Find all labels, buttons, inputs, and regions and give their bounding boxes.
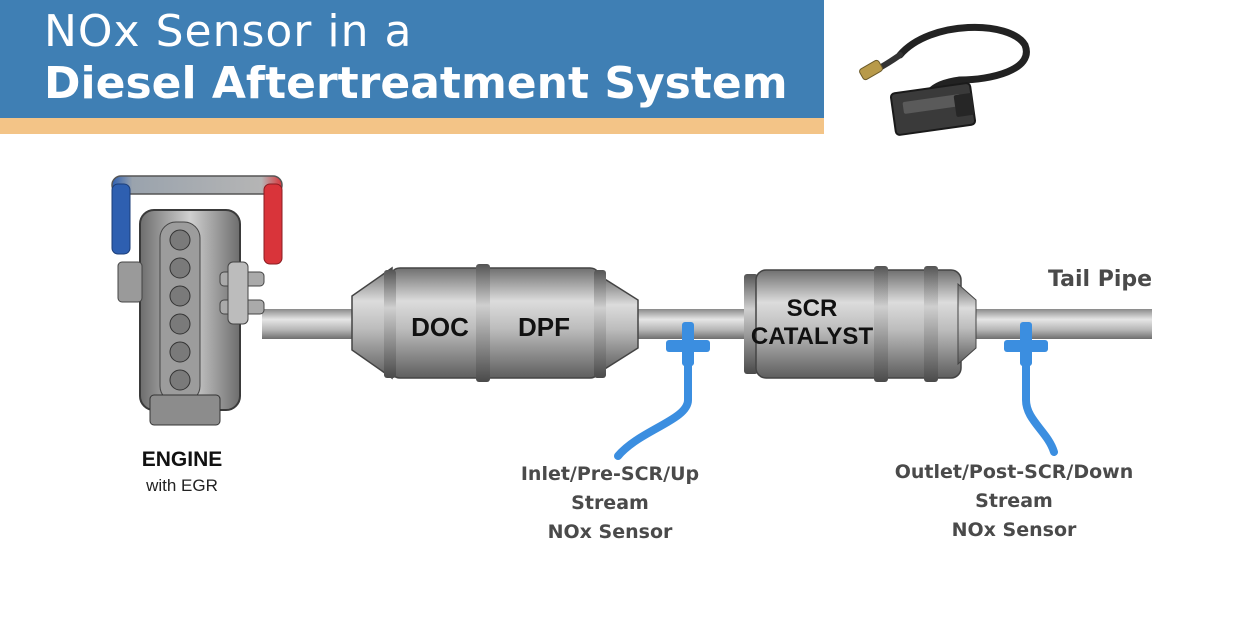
inlet-sensor-label-line-2: Stream [571, 492, 649, 514]
scr-canister [744, 266, 977, 382]
engine-sublabel: with EGR [145, 476, 218, 495]
doc-label: DOC [411, 312, 469, 342]
title-accent-stripe [0, 118, 824, 134]
engine-illustration [111, 175, 283, 426]
inlet-sensor-label-line-3: NOx Sensor [548, 521, 673, 543]
outlet-sensor-label-line-2: Stream [975, 490, 1053, 512]
engine-label: ENGINE [142, 448, 223, 471]
doc-dpf-canister [351, 264, 639, 382]
tail-pipe-label: Tail Pipe [1048, 267, 1152, 292]
title-banner [0, 0, 824, 118]
title-line-1: NOx Sensor in a [44, 6, 413, 57]
nox-sensor-photo [859, 23, 1030, 136]
inlet-nox-sensor [614, 322, 710, 460]
outlet-sensor-label-line-3: NOx Sensor [952, 519, 1077, 541]
inlet-sensor-label-line-1: Inlet/Pre-SCR/Up [521, 463, 699, 485]
outlet-sensor-label-line-1: Outlet/Post-SCR/Down [895, 461, 1134, 483]
title-line-2: Diesel Aftertreatment System [44, 58, 788, 109]
scr-label-line-2: CATALYST [751, 323, 874, 350]
scr-label-line-1: SCR [787, 295, 838, 322]
outlet-nox-sensor [1004, 322, 1058, 456]
dpf-label: DPF [518, 312, 570, 342]
